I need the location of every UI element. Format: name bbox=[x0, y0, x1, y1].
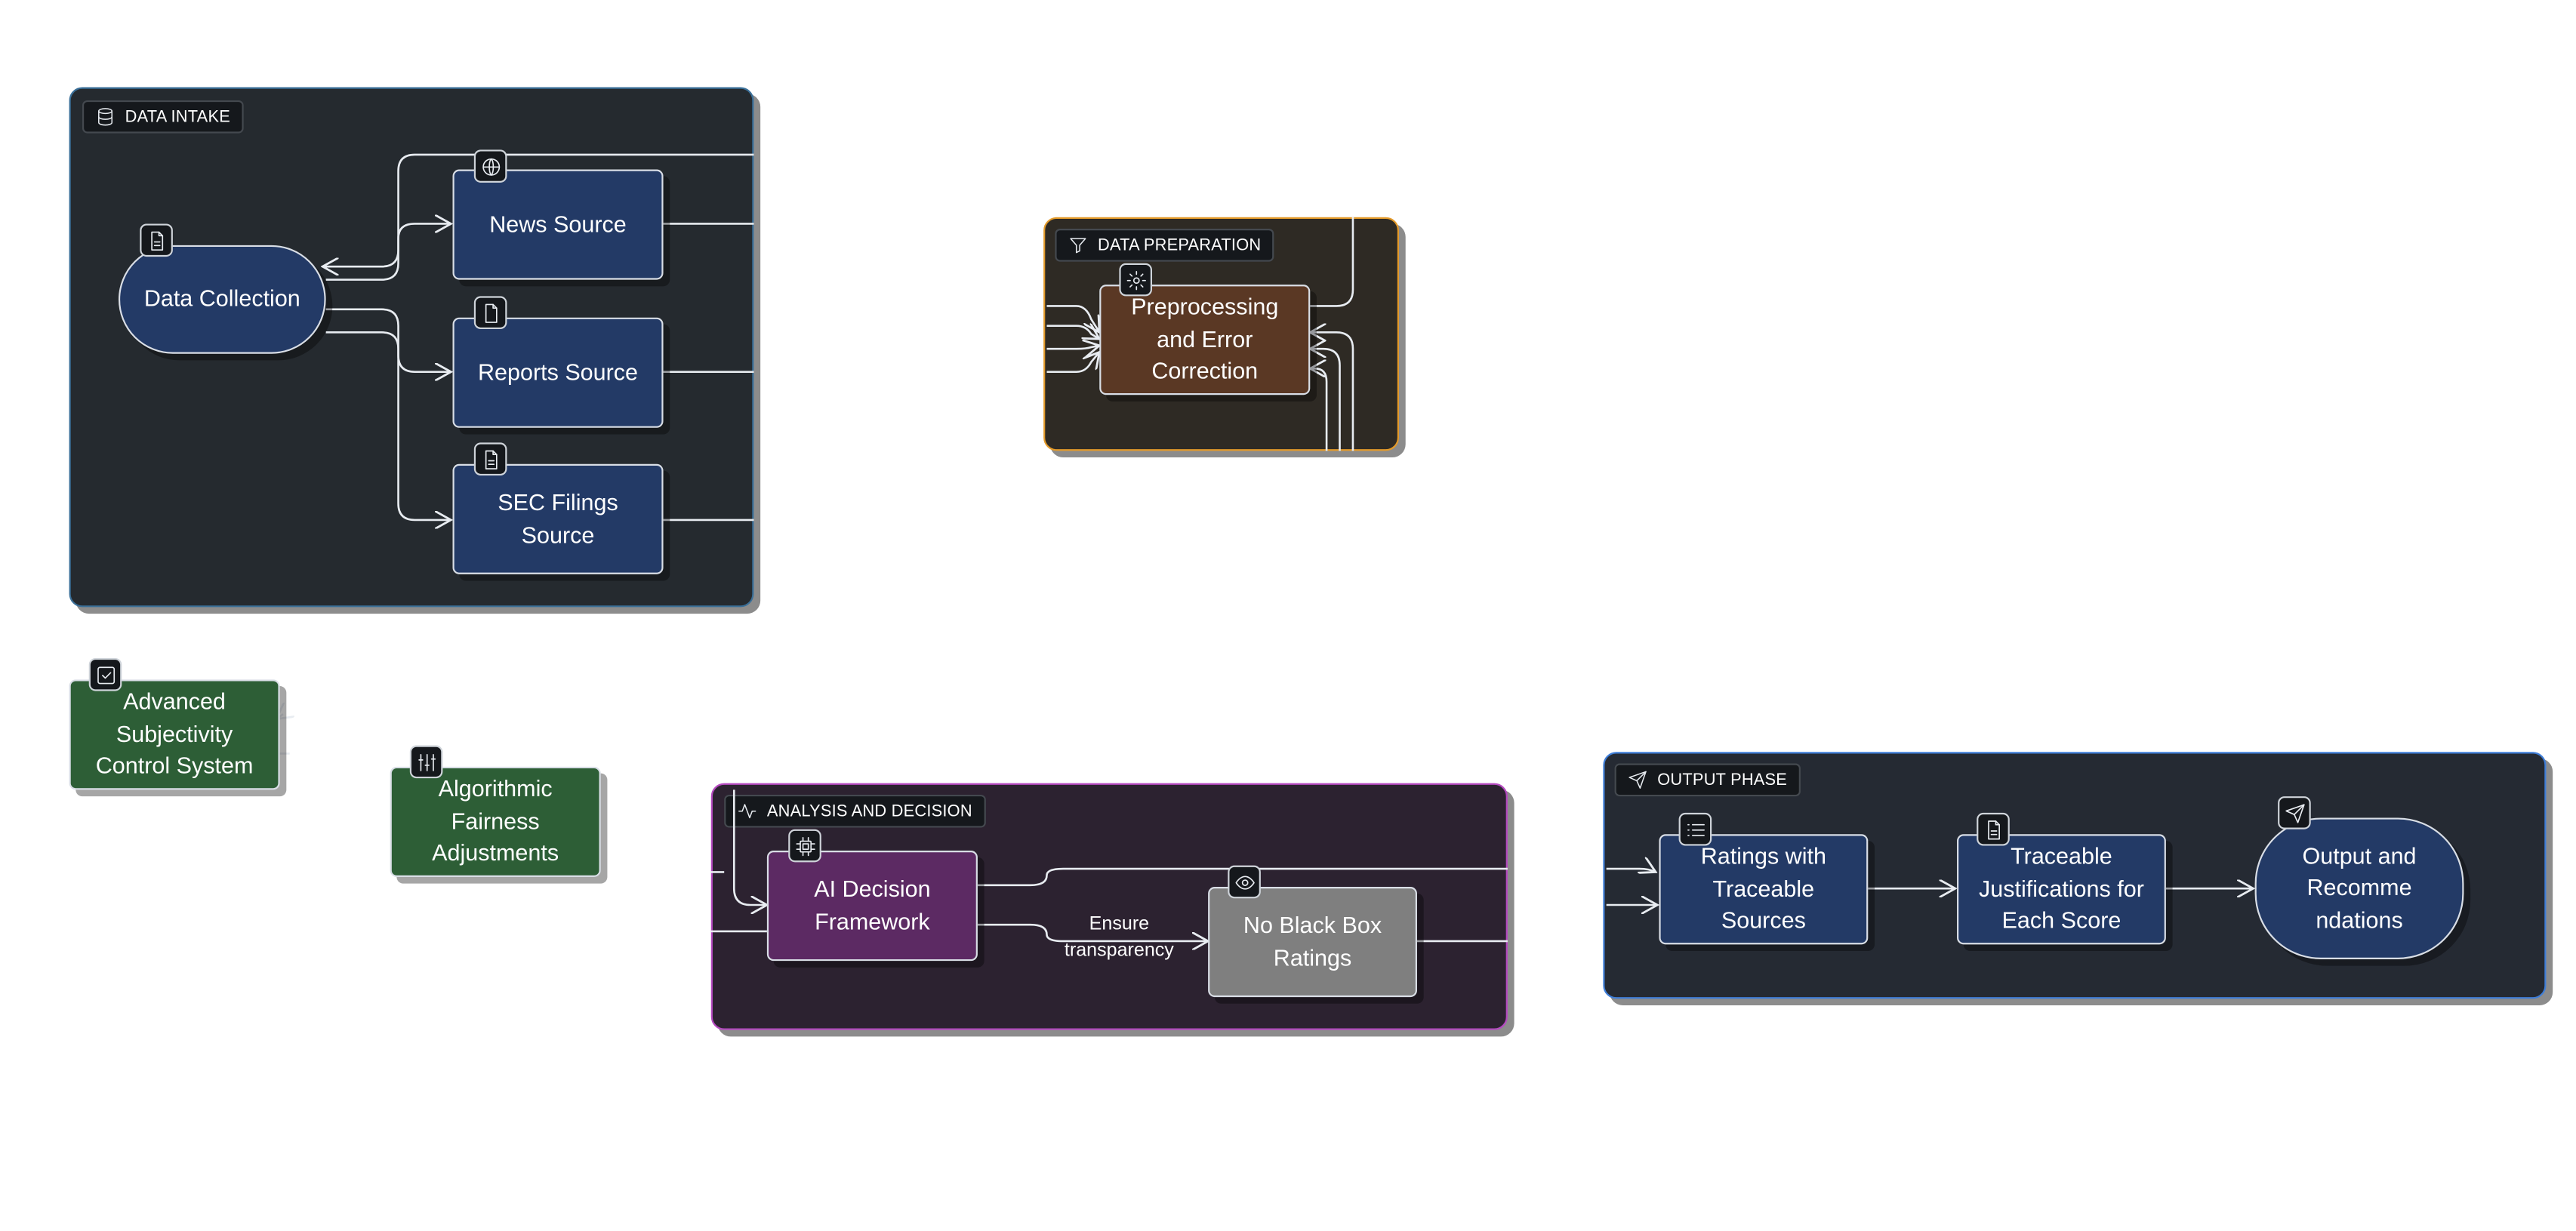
send-icon bbox=[1628, 771, 1647, 789]
file-icon bbox=[473, 296, 507, 329]
cluster-title: DATA PREPARATION bbox=[1098, 235, 1262, 254]
node-label: Reports Source bbox=[477, 358, 639, 385]
node-label: AI Decision Framework bbox=[814, 875, 931, 934]
node-output-recommendations[interactable]: Output and Recomme ndations bbox=[2254, 817, 2464, 959]
node-label: Preprocessing and Error Correction bbox=[1131, 293, 1279, 384]
node-ai-decision-framework[interactable]: AI Decision Framework bbox=[766, 851, 978, 962]
node-sec-filings-source[interactable]: SEC Filings Source bbox=[452, 463, 664, 574]
node-traceable-justifications[interactable]: Traceable Justifications for Each Score bbox=[1957, 834, 2166, 945]
send-icon bbox=[2278, 796, 2311, 829]
edge-label-ensure-transparency: Ensure transparency bbox=[1064, 915, 1174, 962]
checkbox-icon bbox=[88, 658, 122, 691]
node-label: Traceable Justifications for Each Score bbox=[1979, 842, 2144, 934]
database-icon bbox=[98, 108, 113, 126]
edge-prep-top bbox=[1310, 217, 1354, 307]
edge-collection-sec bbox=[325, 331, 451, 520]
node-label: Advanced Subjectivity Control System bbox=[95, 688, 254, 779]
edge-prep-right-3 bbox=[1310, 368, 1328, 451]
node-label: No Black Box Ratings bbox=[1243, 911, 1382, 971]
document-icon bbox=[473, 442, 507, 476]
edge-prep-right-1 bbox=[1310, 332, 1354, 451]
node-label: News Source bbox=[489, 210, 627, 237]
node-label: Algorithmic Fairness Adjustments bbox=[432, 775, 559, 866]
cpu-icon bbox=[788, 829, 821, 863]
node-data-collection[interactable]: Data Collection bbox=[118, 245, 326, 354]
edge-ai-to-blackbox bbox=[977, 923, 1208, 941]
cluster-title: OUTPUT PHASE bbox=[1657, 771, 1788, 789]
node-reports-source[interactable]: Reports Source bbox=[452, 317, 664, 428]
node-algorithmic-fairness[interactable]: Algorithmic Fairness Adjustments bbox=[390, 766, 601, 877]
globe-icon bbox=[473, 149, 507, 183]
node-no-black-box[interactable]: No Black Box Ratings bbox=[1208, 887, 1417, 998]
cluster-label-data-intake: DATA INTAKE bbox=[82, 100, 244, 134]
node-ratings-traceable[interactable]: Ratings with Traceable Sources bbox=[1659, 834, 1869, 945]
edge-prep-right-2 bbox=[1310, 349, 1341, 451]
node-label: SEC Filings Source bbox=[498, 488, 618, 547]
activity-icon bbox=[738, 804, 756, 819]
node-preprocessing[interactable]: Preprocessing and Error Correction bbox=[1099, 285, 1311, 395]
edge-in-prep-4 bbox=[1046, 352, 1099, 373]
edge-ai-top bbox=[977, 867, 1508, 887]
cluster-title: DATA INTAKE bbox=[125, 107, 230, 126]
filter-icon bbox=[1070, 238, 1086, 254]
list-icon bbox=[1678, 812, 1712, 846]
edge-loop-to-collection bbox=[322, 153, 754, 266]
document-icon bbox=[1977, 812, 2010, 846]
edge-collection-reports bbox=[325, 308, 451, 372]
cluster-label-output: OUTPUT PHASE bbox=[1614, 763, 1801, 797]
node-news-source[interactable]: News Source bbox=[452, 169, 664, 280]
edge-in-prep-1 bbox=[1046, 305, 1099, 332]
edge-in-prep-2 bbox=[1046, 326, 1099, 339]
eye-icon bbox=[1228, 865, 1261, 899]
edge-in-prep-3 bbox=[1046, 346, 1099, 349]
cluster-label-data-preparation: DATA PREPARATION bbox=[1055, 229, 1274, 262]
node-label: Ratings with Traceable Sources bbox=[1700, 842, 1826, 934]
cluster-label-analysis: ANALYSIS AND DECISION bbox=[724, 794, 986, 828]
edge-into-ai bbox=[732, 789, 767, 905]
node-label: Data Collection bbox=[143, 285, 300, 312]
document-icon bbox=[140, 223, 173, 257]
node-advanced-subjectivity[interactable]: Advanced Subjectivity Control System bbox=[69, 679, 280, 790]
edge-into-ratings-1 bbox=[1606, 869, 1656, 872]
edge-collection-news bbox=[325, 223, 451, 281]
node-label: Output and Recomme ndations bbox=[2302, 842, 2417, 933]
sliders-icon bbox=[409, 745, 443, 779]
cluster-title: ANALYSIS AND DECISION bbox=[766, 802, 972, 820]
gear-icon bbox=[1119, 263, 1152, 297]
